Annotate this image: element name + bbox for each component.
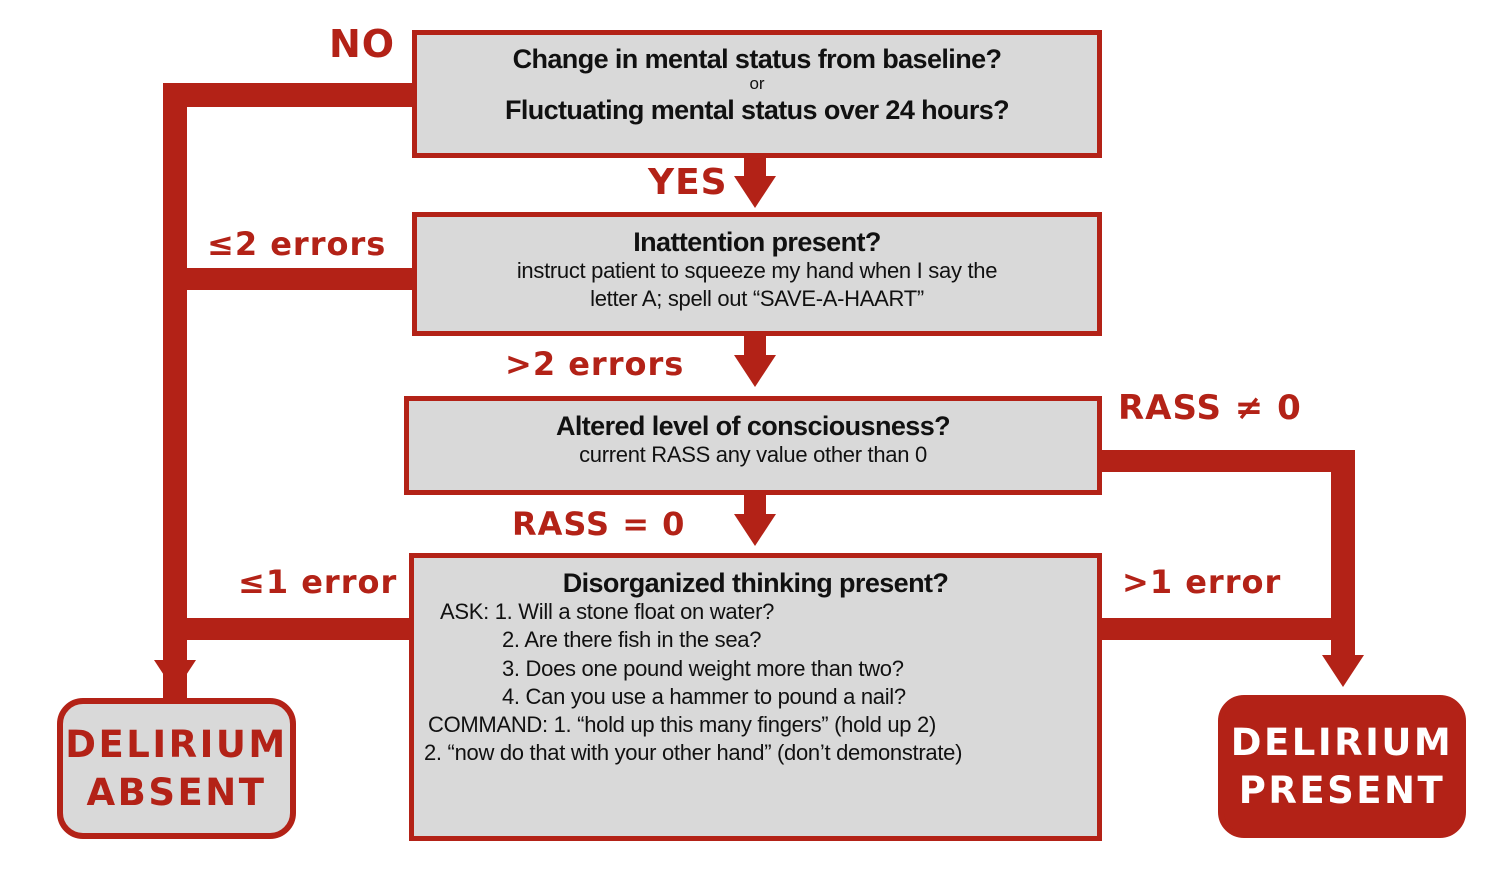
- inattention-title: Inattention present?: [633, 227, 881, 257]
- arrow-yes-to-inattention: [734, 176, 776, 208]
- node-altered-level-of-consciousness[interactable]: Altered level of consciousness? current …: [404, 396, 1102, 495]
- arrow-rass-eq-0-to-disorganized: [734, 514, 776, 546]
- node-inattention-present[interactable]: Inattention present? instruct patient to…: [412, 212, 1102, 336]
- edge-label-rass-ne-0: RASS ≠ 0: [1118, 388, 1302, 428]
- disorganized-item-4: 4. Can you use a hammer to pound a nail?: [502, 683, 906, 709]
- delirium-absent-line1: DELIRIUM: [65, 723, 288, 767]
- arrow-gt2-errors-to-consciousness: [734, 355, 776, 387]
- inattention-sub-line1: instruct patient to squeeze my hand when…: [516, 258, 998, 284]
- mental-status-line1: Change in mental status from baseline?: [512, 44, 1002, 74]
- connector-no-horizontal: [163, 83, 418, 107]
- node-delirium-present[interactable]: DELIRIUM PRESENT: [1218, 695, 1466, 838]
- connector-rass-ne-0-horizontal: [1095, 450, 1355, 472]
- disorganized-item-6: 2. “now do that with your other hand” (d…: [424, 740, 963, 766]
- node-change-in-mental-status[interactable]: Change in mental status from baseline? o…: [412, 30, 1102, 158]
- consciousness-sub-line1: current RASS any value other than 0: [579, 442, 927, 468]
- mental-status-line2: Fluctuating mental status over 24 hours?: [504, 94, 1010, 125]
- edge-label-le2-errors: ≤2 errors: [207, 225, 387, 263]
- inattention-sub-line2: letter A; spell out “SAVE-A-HAART”: [590, 286, 924, 312]
- edge-label-gt2-errors: >2 errors: [505, 345, 685, 383]
- node-delirium-absent[interactable]: DELIRIUM ABSENT: [57, 698, 296, 839]
- edge-label-rass-eq-0: RASS = 0: [512, 505, 686, 543]
- disorganized-item-5: COMMAND: 1. “hold up this many fingers” …: [428, 711, 937, 737]
- edge-label-no: NO: [329, 22, 396, 66]
- arrow-to-delirium-present: [1322, 655, 1364, 687]
- delirium-present-line1: DELIRIUM: [1230, 721, 1454, 765]
- disorganized-item-1: ASK: 1. Will a stone float on water?: [440, 599, 775, 625]
- consciousness-title: Altered level of consciousness?: [555, 411, 951, 441]
- edge-label-le1-error: ≤1 error: [238, 563, 398, 601]
- edge-label-yes: YES: [648, 162, 728, 203]
- connector-le1-error-horizontal: [163, 618, 418, 640]
- mental-status-or: or: [749, 74, 765, 94]
- disorganized-item-3: 3. Does one pound weight more than two?: [502, 655, 904, 681]
- arrow-to-delirium-absent: [154, 660, 196, 692]
- disorganized-item-2: 2. Are there fish in the sea?: [502, 627, 762, 653]
- delirium-present-line2: PRESENT: [1238, 768, 1446, 812]
- disorganized-title: Disorganized thinking present?: [562, 568, 949, 598]
- connector-gt1-error-horizontal: [1095, 618, 1355, 640]
- node-disorganized-thinking[interactable]: Disorganized thinking present? ASK: 1. W…: [409, 553, 1102, 841]
- edge-label-gt1-error: >1 error: [1122, 563, 1282, 601]
- delirium-absent-line2: ABSENT: [86, 770, 267, 814]
- left-spine-vertical: [163, 83, 187, 703]
- connector-le2-errors-horizontal: [163, 268, 418, 290]
